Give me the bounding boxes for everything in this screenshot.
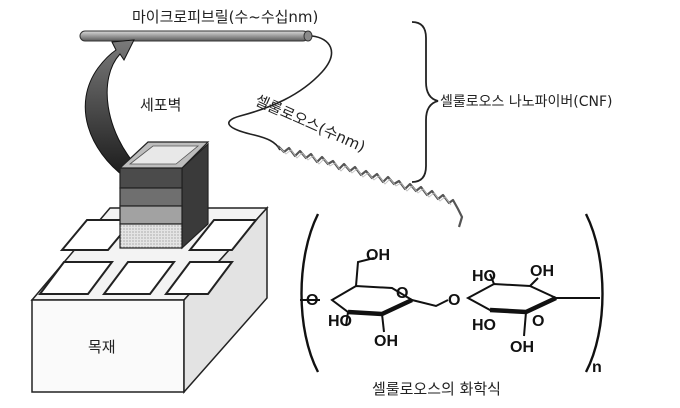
ring-oxygen-right: O bbox=[532, 313, 544, 330]
cell-wall-stack bbox=[118, 141, 210, 250]
cellulose-zigzag-strand-highlight bbox=[279, 147, 452, 206]
cellulose-strand-label: 셀룰로오스(수nm) bbox=[252, 91, 368, 156]
cell-wall-label: 세포벽 bbox=[140, 96, 181, 114]
curved-arrow bbox=[84, 39, 141, 179]
cnf-bracket bbox=[411, 21, 439, 183]
cellulose-zigzag-strand bbox=[277, 145, 464, 228]
left-end-oxygen: O bbox=[306, 292, 318, 309]
wood-label: 목재 bbox=[88, 338, 116, 356]
oh-bottom-right: OH bbox=[510, 339, 534, 356]
left-glucose-ring bbox=[300, 257, 449, 333]
microfibril-label: 마이크로피브릴(수~수십nm) bbox=[132, 8, 318, 26]
wood-block bbox=[30, 206, 269, 394]
cnf-label: 셀룰로오스 나노파이버(CNF) bbox=[440, 94, 612, 110]
right-glucose-ring bbox=[465, 273, 600, 337]
fiber-line bbox=[228, 35, 333, 151]
right-parenthesis bbox=[584, 213, 604, 373]
ho-top-right: HO bbox=[472, 268, 496, 285]
ring-oxygen-left: O bbox=[396, 285, 408, 302]
chemical-formula-label: 셀룰로오스의 화학식 bbox=[372, 380, 501, 398]
ho-left: HO bbox=[328, 313, 352, 330]
microfibril-rod bbox=[79, 30, 313, 42]
bridge-oxygen: O bbox=[448, 292, 460, 309]
left-parenthesis bbox=[300, 213, 320, 373]
subscript-n: n bbox=[592, 359, 602, 376]
ho-bottom-right: HO bbox=[472, 317, 496, 334]
oh-bottom-left: OH bbox=[374, 333, 398, 350]
cellulose-structure: OH O O HO OH O HO OH O HO OH n bbox=[300, 213, 604, 376]
oh-top-left: OH bbox=[366, 247, 390, 264]
oh-top-right: OH bbox=[530, 263, 554, 280]
